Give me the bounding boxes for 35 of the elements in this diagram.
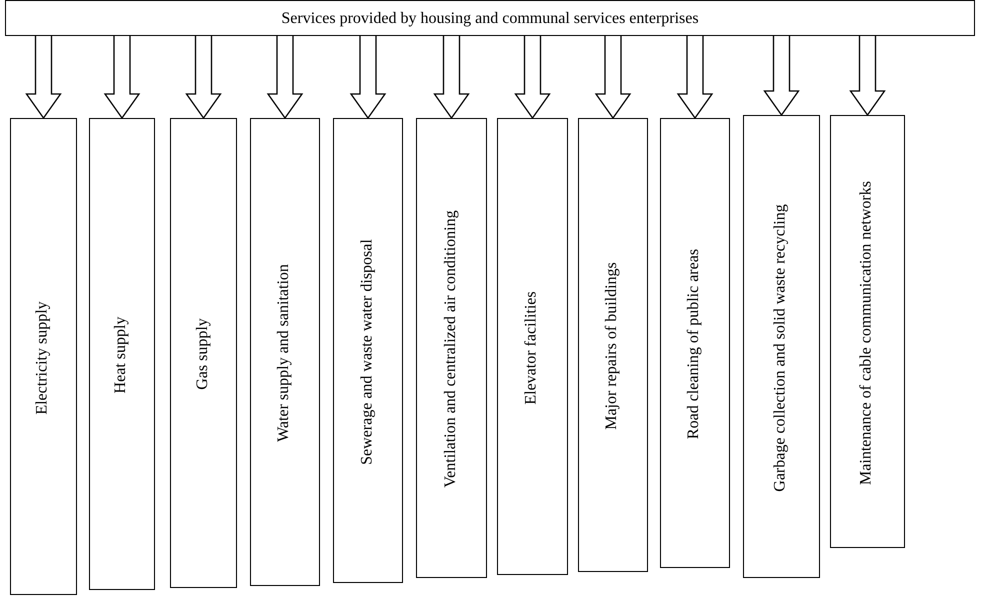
service-label: Major repairs of buildings bbox=[603, 261, 621, 432]
block-arrow bbox=[849, 35, 886, 116]
service-label: Sewerage and waste water disposal bbox=[358, 238, 376, 466]
block-arrow bbox=[676, 35, 714, 120]
service-label: Garbage collection and solid waste recycling bbox=[772, 202, 790, 494]
service-box bbox=[250, 118, 320, 586]
block-arrow bbox=[514, 35, 551, 120]
block-arrow bbox=[433, 35, 470, 120]
header-box bbox=[5, 0, 975, 36]
service-label: Road cleaning of public areas bbox=[685, 248, 703, 442]
block-arrow bbox=[594, 35, 632, 120]
block-arrow bbox=[350, 35, 386, 120]
service-box bbox=[10, 118, 77, 595]
service-box bbox=[830, 115, 905, 548]
service-box bbox=[170, 118, 237, 588]
service-label: Elevator facilities bbox=[522, 290, 540, 406]
service-label: Ventilation and centralized air conditioning bbox=[442, 209, 460, 490]
block-arrow bbox=[266, 35, 304, 120]
service-box bbox=[578, 118, 648, 572]
service-box bbox=[89, 118, 155, 590]
service-box bbox=[416, 118, 487, 578]
block-arrow bbox=[25, 35, 62, 120]
service-box bbox=[333, 118, 403, 583]
block-arrow bbox=[104, 35, 140, 120]
block-arrow bbox=[185, 35, 222, 120]
service-box bbox=[743, 115, 820, 578]
service-box bbox=[660, 118, 730, 568]
block-arrow bbox=[763, 35, 800, 116]
header-text: Services provided by housing and communal services enterprises bbox=[280, 10, 700, 28]
service-box bbox=[497, 118, 568, 575]
service-label: Heat supply bbox=[112, 316, 130, 396]
service-label: Maintenance of cable communication networks bbox=[858, 180, 876, 486]
service-label: Gas supply bbox=[194, 317, 212, 392]
service-label: Electricity supply bbox=[34, 300, 52, 416]
service-label: Water supply and sanitation bbox=[275, 263, 293, 444]
